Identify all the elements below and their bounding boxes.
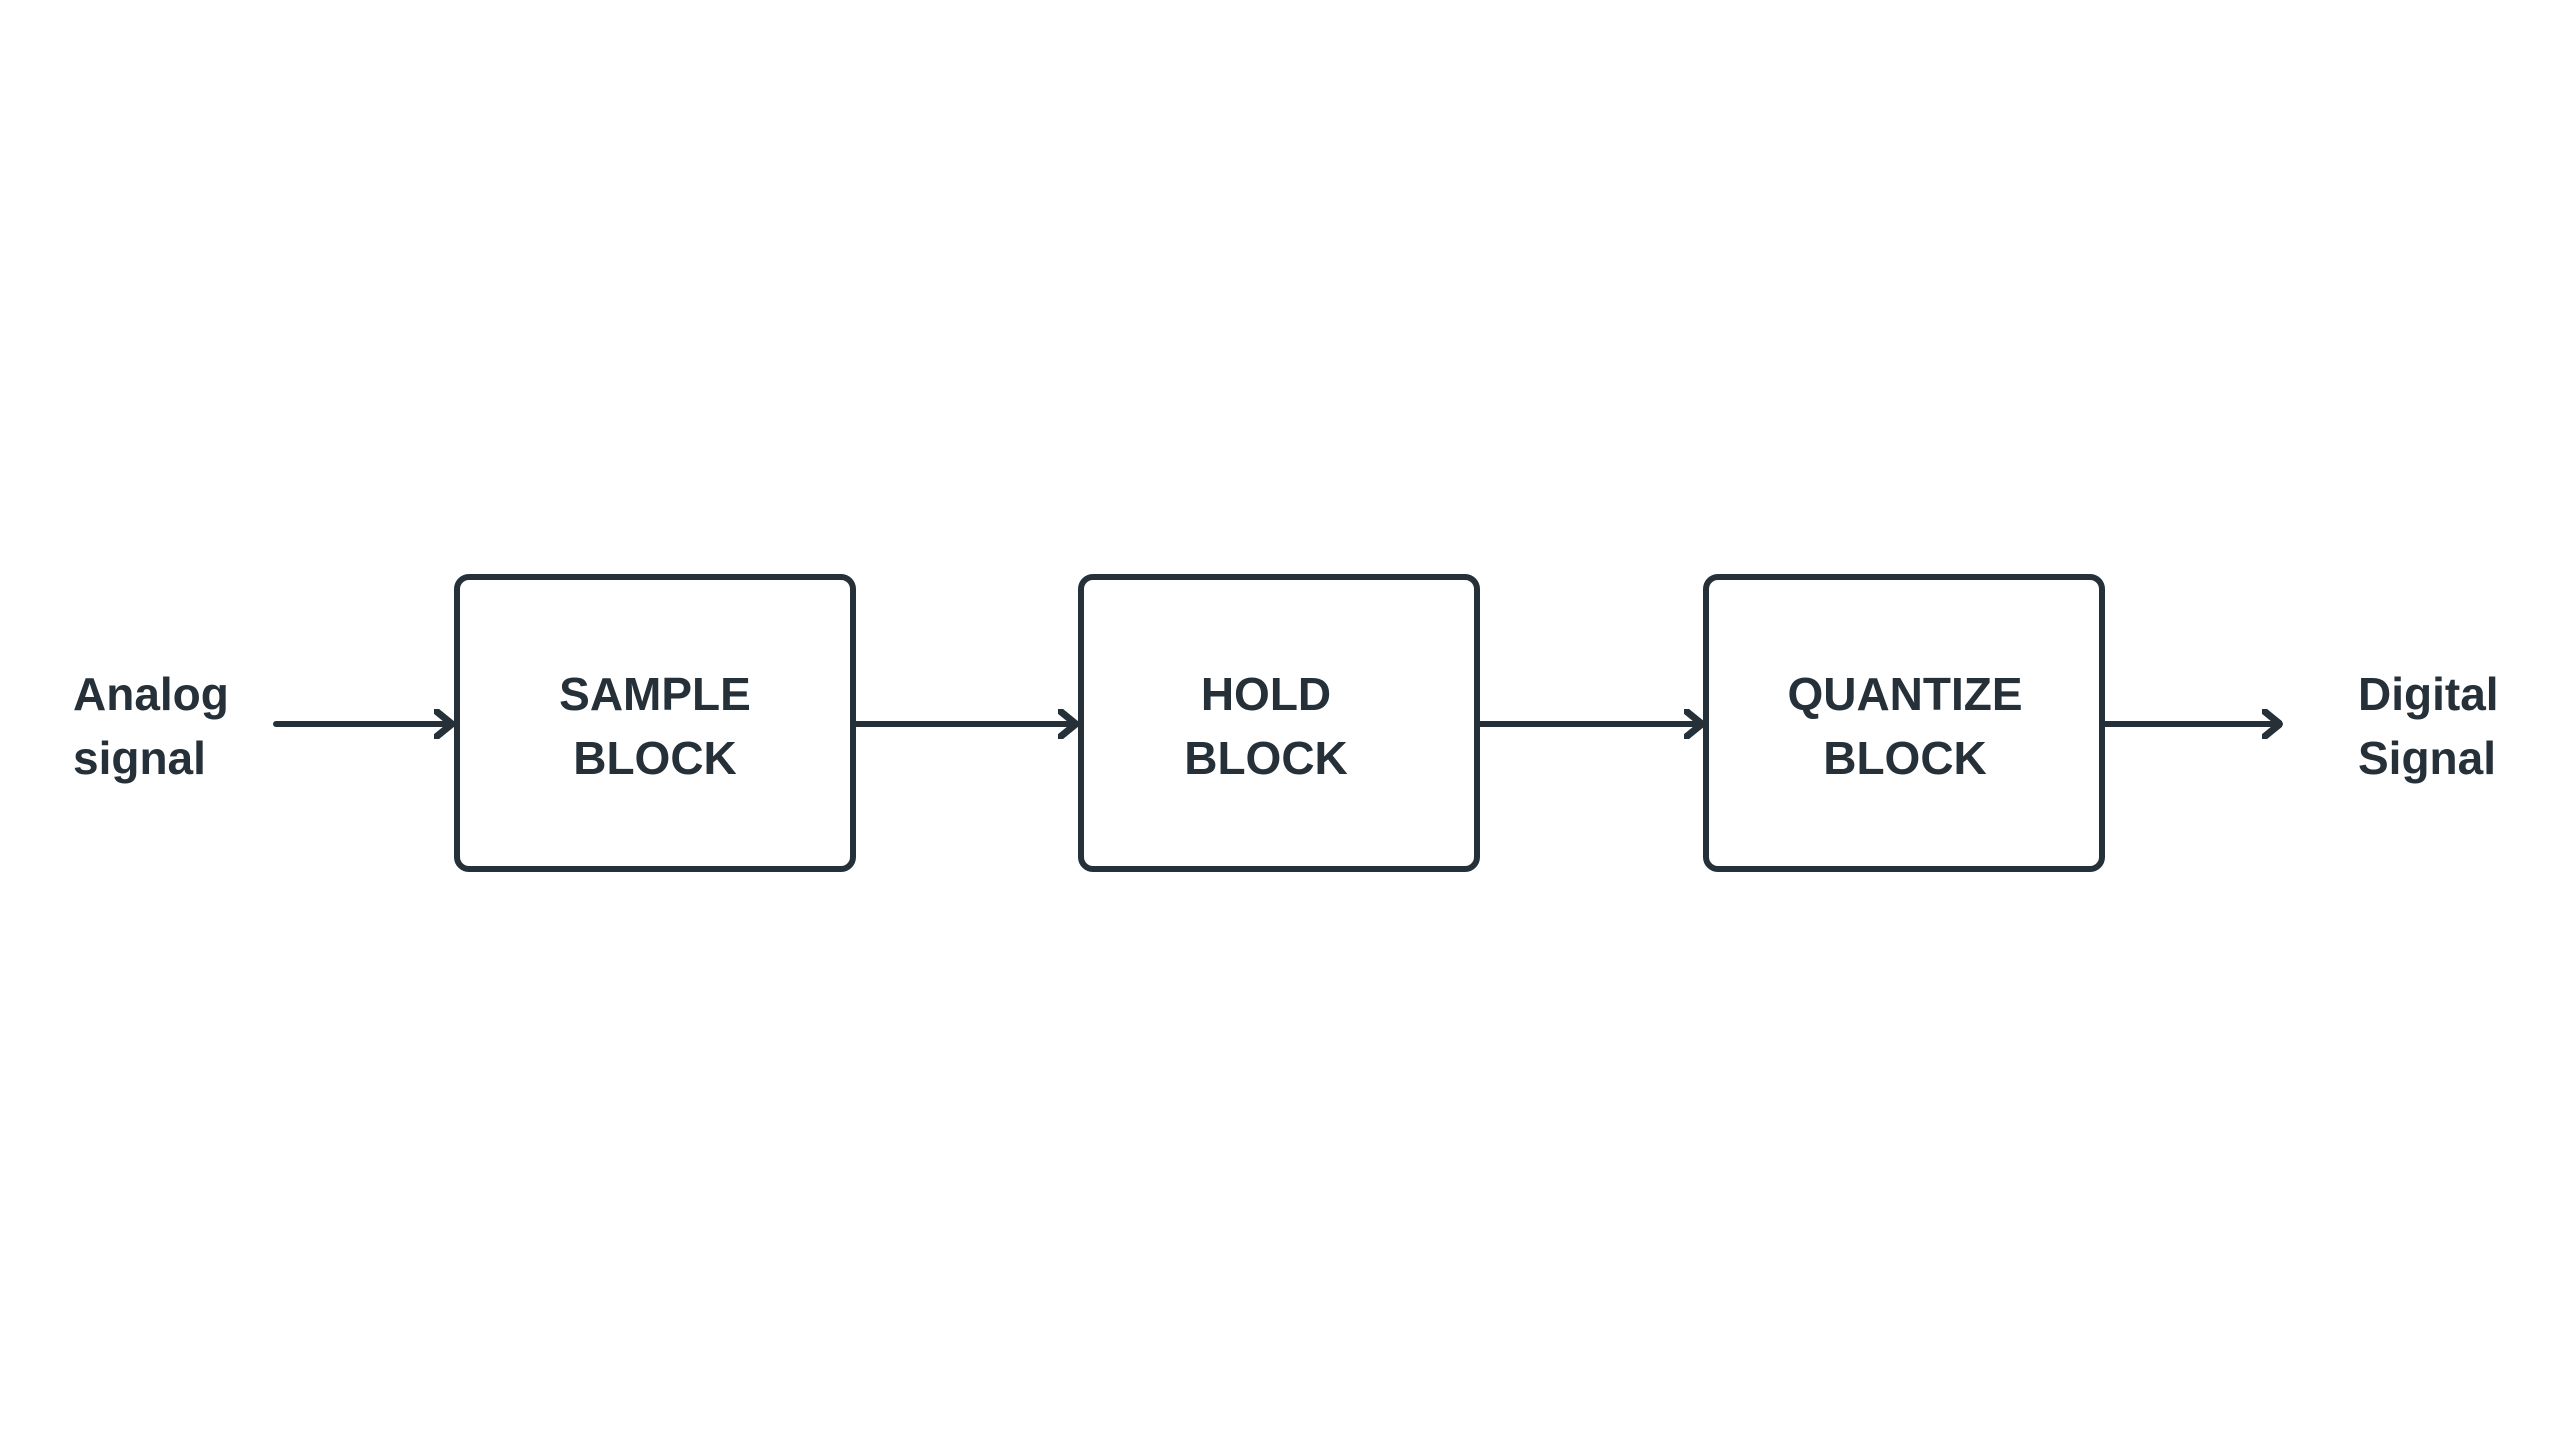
quantize-block-label-line2: BLOCK <box>1823 732 1987 784</box>
output-label-line2: Signal <box>2358 732 2496 784</box>
sample-block-label-line1: SAMPLE <box>559 668 751 720</box>
sample-block-label-line2: BLOCK <box>573 732 737 784</box>
sample-block-box <box>454 574 856 872</box>
quantize-block-box <box>1703 574 2105 872</box>
quantize-block: QUANTIZE BLOCK <box>1703 574 2105 872</box>
input-label-line2: signal <box>73 732 206 784</box>
hold-block: HOLD BLOCK <box>1078 574 1480 872</box>
output-label-line1: Digital <box>2358 668 2499 720</box>
output-label: Digital Signal <box>2358 668 2499 784</box>
hold-block-box <box>1078 574 1480 872</box>
hold-block-label-line2: BLOCK <box>1184 732 1348 784</box>
input-label: Analog signal <box>73 668 229 784</box>
input-label-line1: Analog <box>73 668 229 720</box>
hold-block-label-line1: HOLD <box>1201 668 1331 720</box>
quantize-block-label-line1: QUANTIZE <box>1787 668 2022 720</box>
sample-block: SAMPLE BLOCK <box>454 574 856 872</box>
